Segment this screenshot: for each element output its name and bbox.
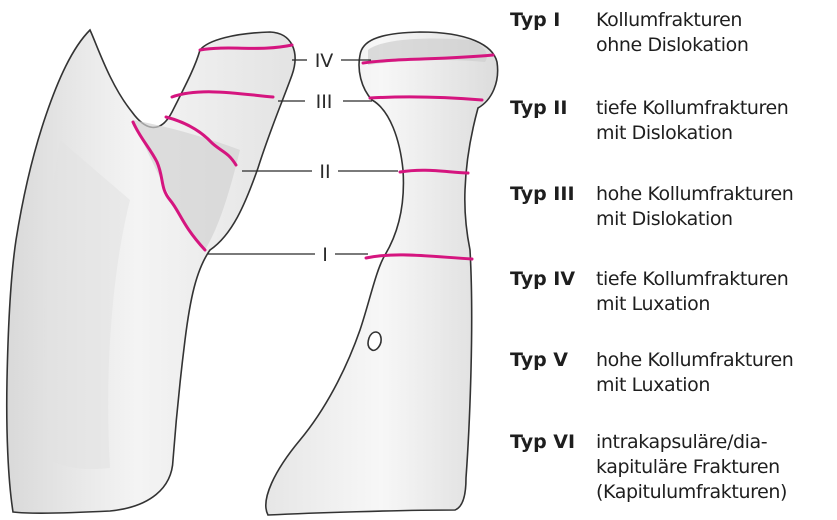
legend-description: hohe Kollumfrakturen mit Dislokation [596,182,793,232]
legend-type-label: Typ V [510,348,596,373]
condyle-frontal-outline [266,32,498,515]
legend-item-typ-iv: Typ IV tiefe Kollumfrakturen mit Luxatio… [510,267,788,317]
legend-item-typ-i: Typ I Kollumfrakturen ohne Dislokation [510,8,748,58]
legend-description: hohe Kollumfrakturen mit Luxation [596,348,793,398]
label-ii: II [319,161,330,183]
legend-type-label: Typ VI [510,430,596,455]
legend-type-label: Typ II [510,96,596,121]
legend-item-typ-iii: Typ III hohe Kollumfrakturen mit Disloka… [510,182,793,232]
legend-description: tiefe Kollumfrakturen mit Dislokation [596,96,788,146]
label-iv: IV [315,50,334,72]
label-iii: III [316,91,333,113]
legend-type-label: Typ I [510,8,596,33]
legend-description: tiefe Kollumfrakturen mit Luxation [596,267,788,317]
legend-item-typ-vi: Typ VI intrakapsuläre/dia- kapituläre Fr… [510,430,787,505]
legend-item-typ-ii: Typ II tiefe Kollumfrakturen mit Disloka… [510,96,788,146]
legend-description: intrakapsuläre/dia- kapituläre Frakturen… [596,430,787,505]
legend-description: Kollumfrakturen ohne Dislokation [596,8,748,58]
legend-item-typ-v: Typ V hohe Kollumfrakturen mit Luxation [510,348,793,398]
label-i: I [322,244,328,266]
legend-type-label: Typ IV [510,267,596,292]
foramen-mark [368,332,381,350]
legend-type-label: Typ III [510,182,596,207]
